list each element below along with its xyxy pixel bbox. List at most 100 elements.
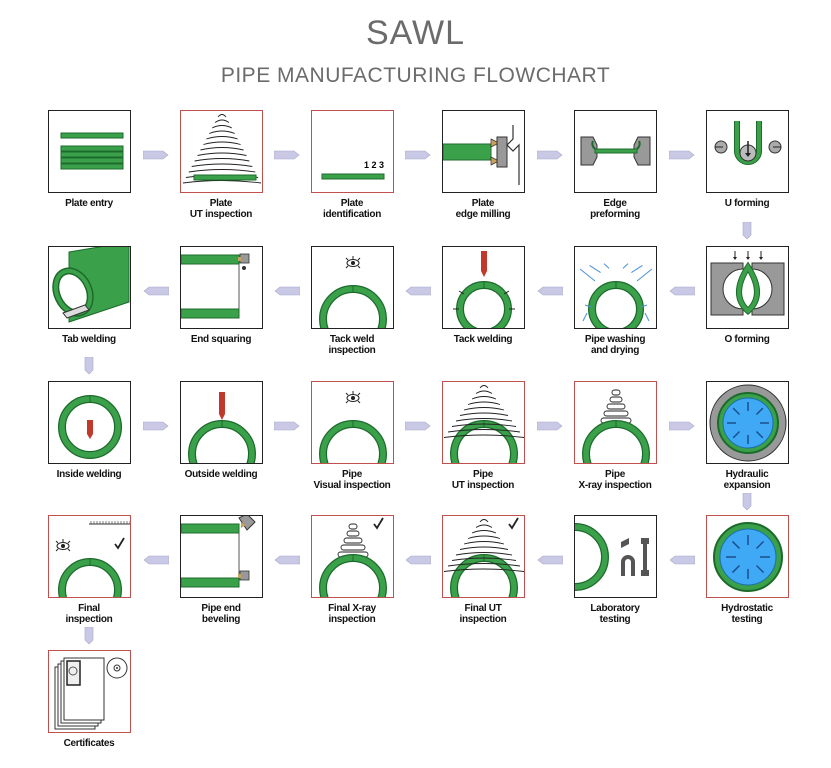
preform-icon xyxy=(580,136,651,166)
eye-icon xyxy=(55,539,71,552)
step-final-ut-inspection-box xyxy=(442,515,525,598)
label-line: beveling xyxy=(201,614,241,625)
label-line: UT inspection xyxy=(189,209,253,220)
flow-arrow-left-icon xyxy=(405,283,432,301)
label-line: O forming xyxy=(724,334,770,345)
step-outside-welding-box xyxy=(180,381,263,464)
label-line: Pipe washing xyxy=(584,334,646,345)
step-end-squaring-box xyxy=(180,246,263,329)
flowchart-title: SAWL xyxy=(365,14,466,52)
label-line: Plate xyxy=(340,198,364,209)
certs-icon xyxy=(54,657,128,730)
visual-icon xyxy=(319,391,387,463)
label-line: inspection xyxy=(328,345,376,356)
step-certificates-label: Certificates xyxy=(24,738,154,749)
label-line: Outside welding xyxy=(184,469,258,480)
step-tack-welding-label: Tack welding xyxy=(418,334,548,345)
flow-arrow-right-icon xyxy=(273,418,300,436)
label-line: Plate xyxy=(471,198,495,209)
label-line: edge milling xyxy=(455,209,511,220)
label-line: and drying xyxy=(590,345,640,356)
flow-arrow-right-icon xyxy=(536,418,563,436)
flow-arrow-right-icon xyxy=(404,147,431,165)
plate-marking: 1 2 3 xyxy=(364,160,384,170)
step-end-squaring-label: End squaring xyxy=(156,334,286,345)
label-line: Laboratory xyxy=(590,603,640,614)
label-line: inspection xyxy=(65,614,113,625)
flow-arrow-right-icon xyxy=(668,147,695,165)
ut-pipe-check-icon xyxy=(443,517,524,597)
label-line: Final xyxy=(78,603,100,614)
ident-icon: 1 2 3 xyxy=(321,160,385,180)
eye-icon xyxy=(345,256,361,269)
step-o-forming-box xyxy=(706,246,789,329)
checkmark-icon xyxy=(508,517,519,530)
endsquare-icon xyxy=(181,253,250,319)
checkmark-icon xyxy=(373,517,384,530)
label-line: Plate entry xyxy=(65,198,113,209)
step-hydraulic-expansion-box xyxy=(706,381,789,464)
step-pipe-visual-inspection-box xyxy=(311,381,394,464)
flow-arrow-down-icon xyxy=(84,356,94,380)
step-inside-welding-box xyxy=(48,381,131,464)
label-line: Tack welding xyxy=(453,334,513,345)
flow-arrow-right-icon xyxy=(142,418,169,436)
flow-arrow-left-icon xyxy=(143,552,169,570)
label-line: Visual inspection xyxy=(313,480,391,491)
visual-icon xyxy=(319,256,387,328)
uform-icon xyxy=(714,121,782,165)
flowchart-subtitle: PIPE MANUFACTURING FLOWCHART xyxy=(220,64,611,87)
step-inside-welding-label: Inside welding xyxy=(24,469,154,480)
label-line: preforming xyxy=(590,209,640,220)
flow-arrow-left-icon xyxy=(143,283,169,301)
lab-icon xyxy=(575,523,649,591)
final-icon xyxy=(55,521,130,597)
label-line: Pipe end xyxy=(201,603,241,614)
flow-arrow-left-icon xyxy=(537,283,563,301)
oform-icon xyxy=(710,251,785,316)
flow-arrow-down-icon xyxy=(742,221,752,245)
inside-icon xyxy=(58,395,122,459)
step-pipe-xray-inspection-box xyxy=(574,381,657,464)
label-line: Tab welding xyxy=(62,334,116,345)
step-tab-welding-label: Tab welding xyxy=(24,334,154,345)
flow-arrow-down-icon xyxy=(742,492,752,516)
step-final-xray-inspection-box xyxy=(311,515,394,598)
flow-arrow-left-icon xyxy=(405,552,432,570)
checkmark-icon xyxy=(114,537,125,550)
flow-arrow-down-icon xyxy=(84,626,94,650)
ut-pipe-icon xyxy=(443,385,524,463)
label-line: inspection xyxy=(459,614,507,625)
step-plate-edge-milling-box xyxy=(442,110,525,193)
flow-arrow-left-icon xyxy=(274,283,301,301)
plates-icon xyxy=(60,132,124,170)
step-hydrostatic-testing-box xyxy=(706,515,789,598)
step-pipe-washing-box xyxy=(574,246,657,329)
step-certificates-box xyxy=(48,650,131,733)
step-plate-entry-label: Plate entry xyxy=(24,198,154,209)
step-tack-weld-inspection-box xyxy=(311,246,394,329)
outside-icon xyxy=(188,392,256,463)
step-pipe-end-beveling-box xyxy=(180,515,263,598)
label-line: expansion xyxy=(723,480,771,491)
step-u-forming-label: U forming xyxy=(682,198,812,209)
label-line: Tack weld xyxy=(329,334,375,345)
label-line: Hydraulic xyxy=(725,469,769,480)
flow-arrow-left-icon xyxy=(537,552,563,570)
step-u-forming-box xyxy=(706,110,789,193)
tab-icon xyxy=(52,247,130,323)
label-line: X-ray inspection xyxy=(578,480,652,491)
label-line: End squaring xyxy=(190,334,252,345)
